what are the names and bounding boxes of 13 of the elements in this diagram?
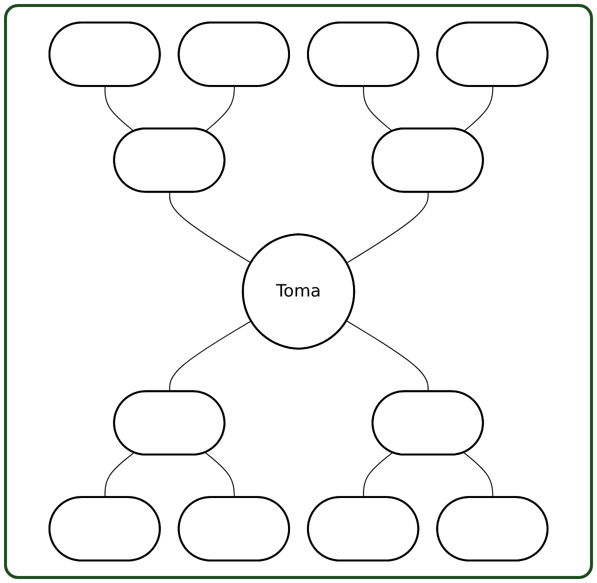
connector (363, 86, 393, 132)
frame-border: Toma (4, 4, 593, 579)
connector (363, 452, 393, 498)
connector (104, 86, 135, 132)
connector (104, 452, 135, 498)
connector (463, 452, 494, 498)
connector (463, 86, 494, 132)
connector (346, 320, 429, 392)
connector (169, 320, 252, 392)
connector (204, 86, 235, 132)
connector (169, 192, 252, 264)
connector (346, 192, 429, 264)
connector (204, 452, 235, 498)
